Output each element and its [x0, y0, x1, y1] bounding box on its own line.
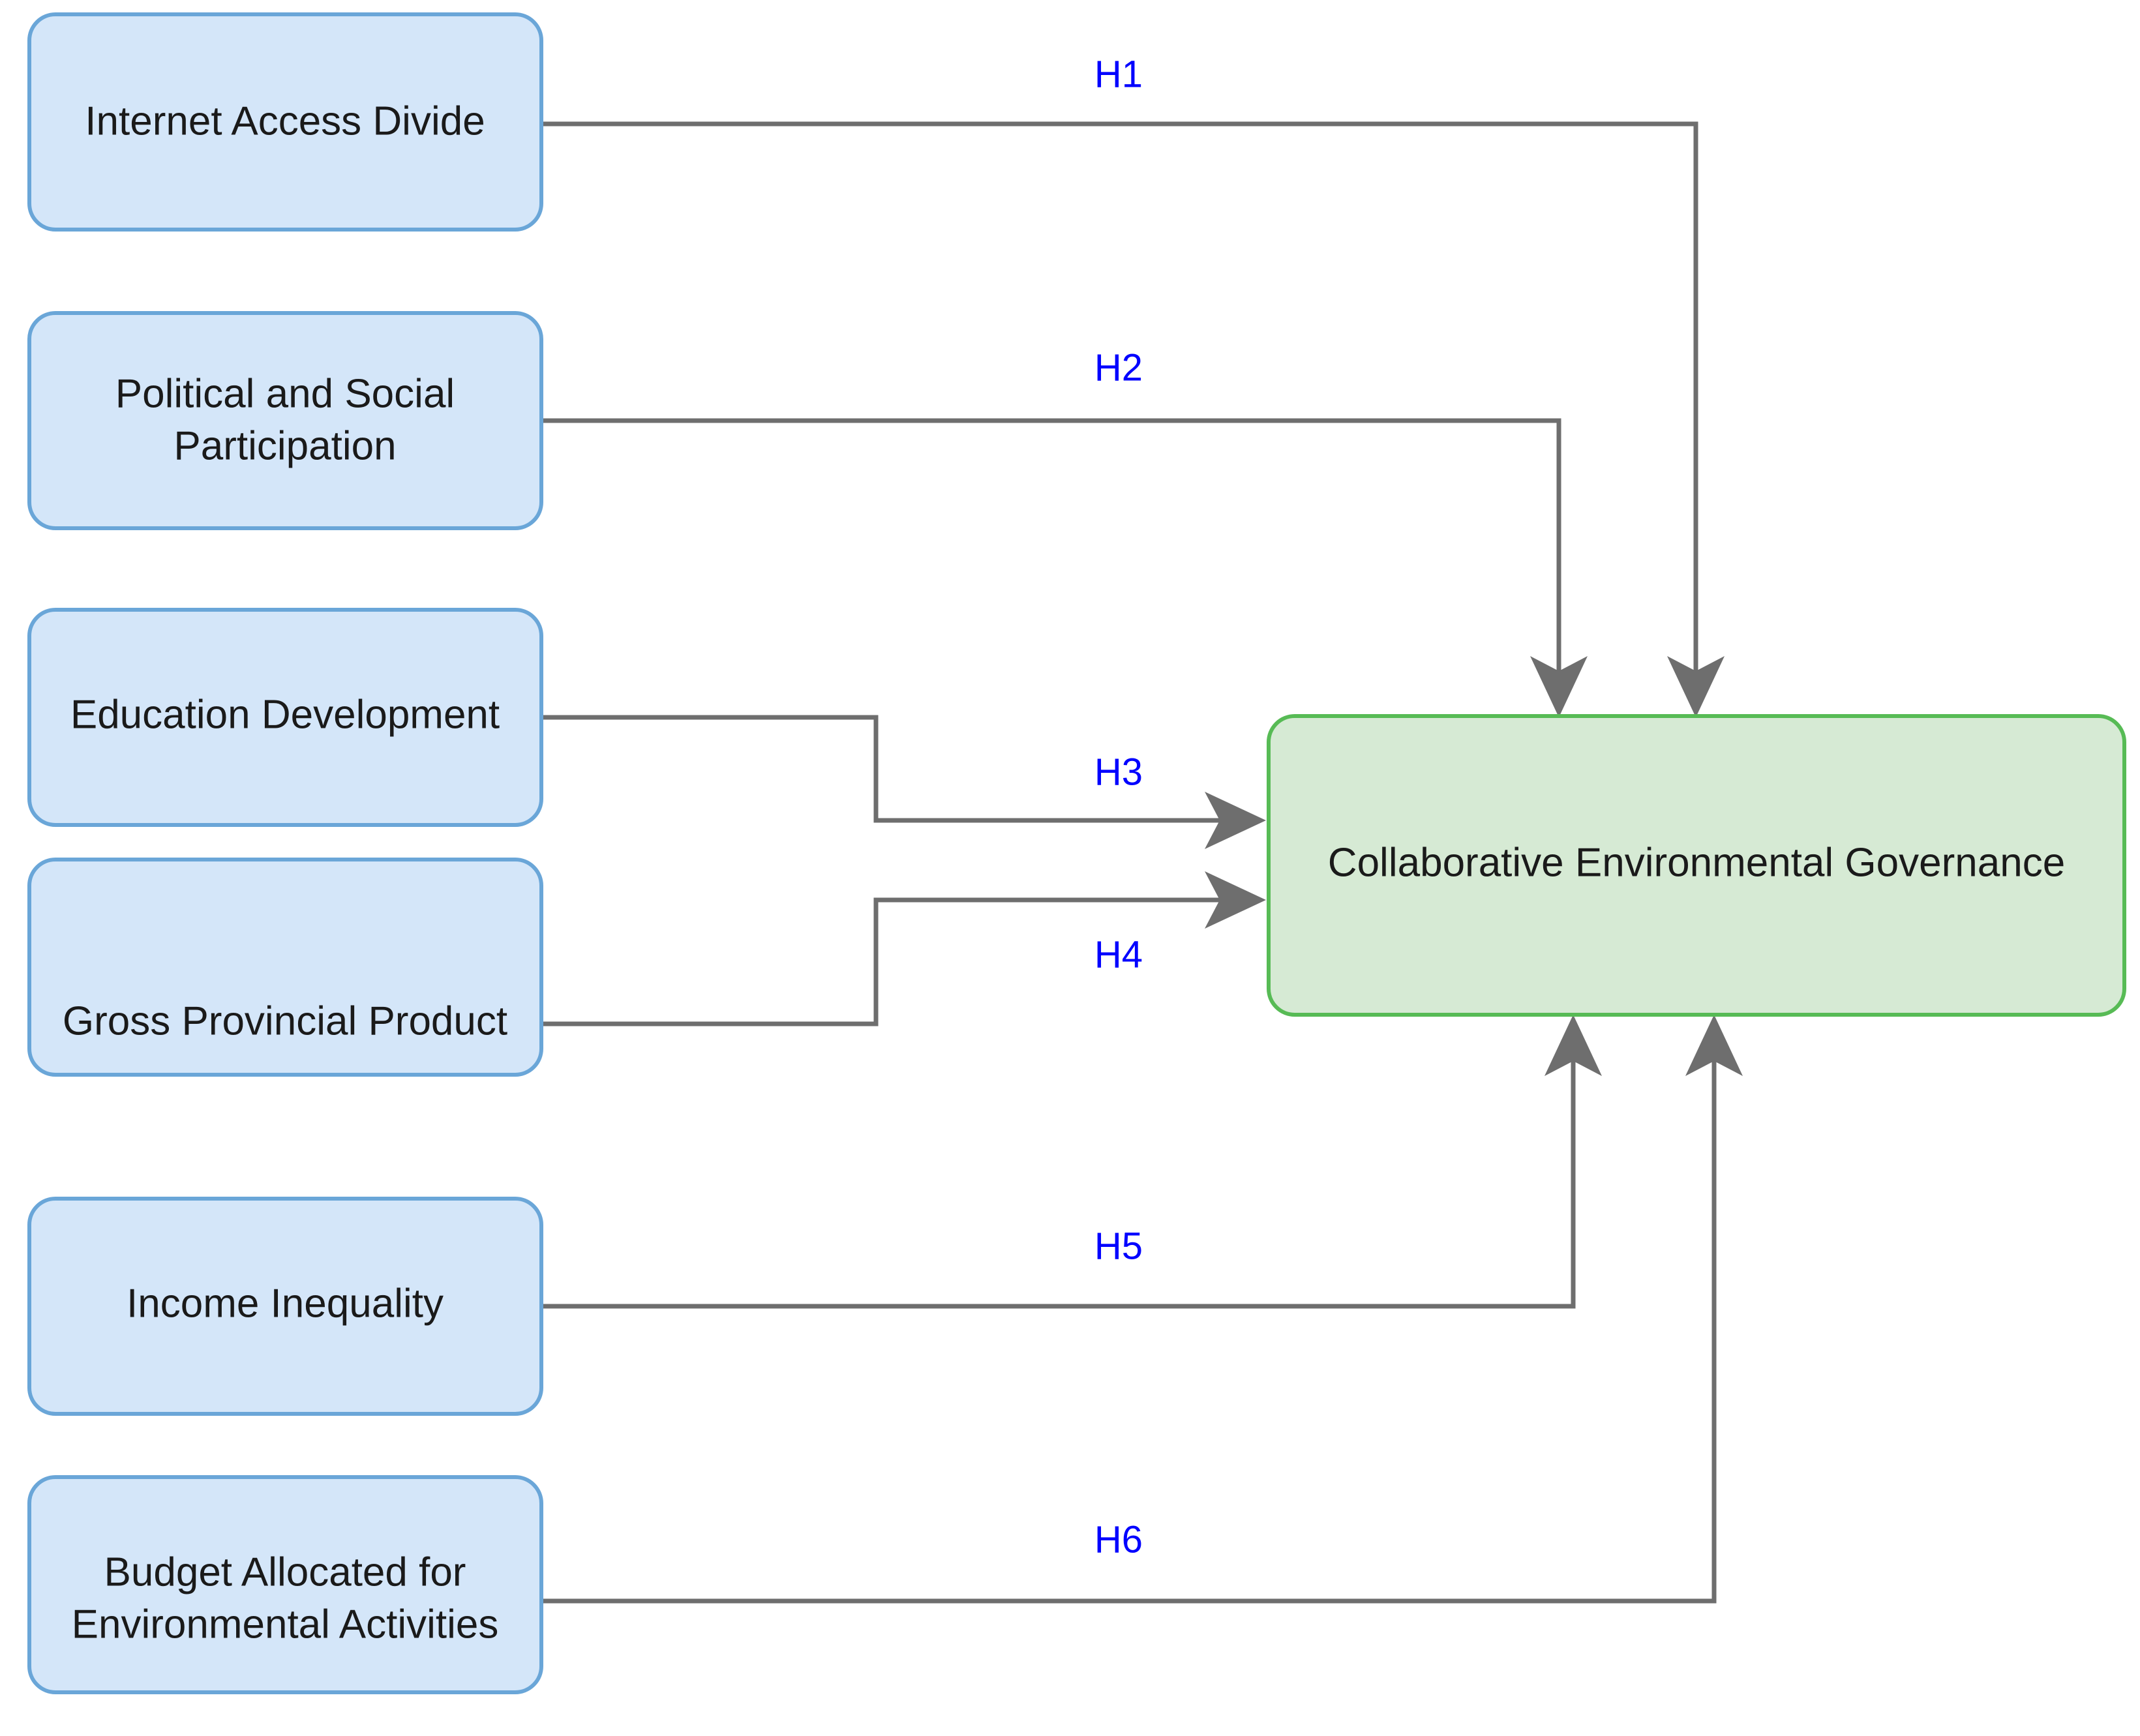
edge-h5[interactable]: H5 [541, 1015, 1602, 1309]
node-political-and-social-participation-label-line1: Political and Social [115, 371, 455, 416]
edge-h4-path [541, 897, 1246, 1026]
node-internet-access-divide[interactable]: Internet Access Divide [27, 12, 543, 232]
edge-h5-label: H5 [1094, 1225, 1143, 1267]
edge-h2-arrowhead [1530, 656, 1588, 717]
node-budget-allocated-for-environmental-activities[interactable]: Budget Allocated for Environmental Activ… [27, 1475, 543, 1694]
node-layer: Internet Access Divide Political and Soc… [27, 12, 2126, 1694]
node-education-development-shape [27, 608, 543, 827]
edge-h2-label: H2 [1094, 346, 1143, 389]
edge-h4-arrowhead [1205, 871, 1266, 929]
edge-h6-label: H6 [1094, 1518, 1143, 1561]
node-political-and-social-participation-label-line2: Participation [173, 423, 396, 468]
edge-h4-label: H4 [1094, 933, 1143, 976]
node-income-inequality-shape [27, 1197, 543, 1416]
node-internet-access-divide-shape [27, 12, 543, 232]
edge-h1-arrowhead [1667, 656, 1725, 717]
edge-h1-path [541, 121, 1698, 704]
edge-h6-arrowhead [1685, 1015, 1743, 1076]
edge-h5-arrowhead [1545, 1015, 1602, 1076]
node-political-and-social-participation[interactable]: Political and Social Participation [27, 311, 543, 530]
node-income-inequality[interactable]: Income Inequality [27, 1197, 543, 1416]
edge-h6[interactable]: H6 [541, 1015, 1743, 1604]
edge-h5-path [541, 1029, 1576, 1309]
edge-h1[interactable]: H1 [541, 53, 1725, 717]
node-internet-access-divide-label: Internet Access Divide [85, 98, 485, 143]
edge-h3-arrowhead [1205, 792, 1266, 849]
node-education-development-label: Education Development [70, 692, 500, 737]
edge-h2[interactable]: H2 [541, 346, 1588, 717]
node-political-and-social-participation-shape [27, 311, 543, 530]
node-education-development[interactable]: Education Development [27, 608, 543, 827]
edge-h6-path [541, 1029, 1717, 1604]
node-budget-allocated-for-environmental-activities-label-line2: Environmental Activities [72, 1602, 499, 1647]
edge-h2-path [541, 418, 1561, 704]
node-income-inequality-label: Income Inequality [127, 1281, 444, 1326]
node-budget-allocated-for-environmental-activities-label-line1: Budget Allocated for [104, 1549, 466, 1594]
edge-h3-path [541, 715, 1246, 823]
edge-h3[interactable]: H3 [541, 715, 1266, 849]
node-collaborative-environmental-governance-shape [1267, 714, 2126, 1017]
node-budget-allocated-for-environmental-activities-shape [27, 1475, 543, 1694]
node-gross-provincial-product[interactable]: Gross Provincial Product [27, 858, 543, 1077]
node-collaborative-environmental-governance-label: Collaborative Environmental Governance [1328, 840, 2065, 885]
edge-layer: H1 H2 H3 H4 [541, 53, 1743, 1604]
node-collaborative-environmental-governance[interactable]: Collaborative Environmental Governance [1267, 714, 2126, 1017]
edge-h4[interactable]: H4 [541, 871, 1266, 1026]
node-gross-provincial-product-label: Gross Provincial Product [63, 998, 507, 1043]
node-gross-provincial-product-shape [27, 858, 543, 1077]
edge-h3-label: H3 [1094, 751, 1143, 793]
edge-h1-label: H1 [1094, 53, 1143, 95]
